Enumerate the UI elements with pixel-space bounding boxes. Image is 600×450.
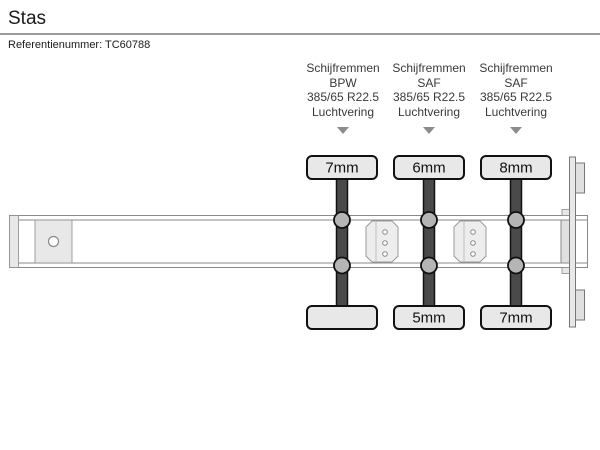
rear-bumper-post	[569, 156, 576, 328]
axle-3-pointer-down-icon	[510, 127, 522, 134]
axle-3-top-tread-label: 8mm	[499, 160, 532, 177]
axle-1-top-tire[interactable]	[306, 155, 378, 180]
axle-1-spec-label: Schijfremmen BPW 385/65 R22.5 Luchtverin…	[297, 61, 389, 134]
axle-1-group: 7mm	[306, 155, 378, 330]
axle-1-suspension: Luchtvering	[311, 104, 375, 119]
rear-bracket-bottom	[575, 289, 585, 321]
rear-tab-top	[561, 209, 571, 216]
plate-1-hole	[382, 240, 388, 246]
plate-1-hole	[382, 251, 388, 257]
plate-2-hole	[470, 229, 476, 235]
axle-1-bottom-bellow-circle	[333, 256, 351, 275]
rear-tab-bottom	[561, 267, 571, 274]
axle-3-top-bellow-circle	[507, 211, 525, 229]
chassis-beam	[9, 215, 588, 268]
header-divider	[0, 33, 600, 35]
rear-bracket-top	[575, 162, 585, 194]
axle-1-top-bellow-circle	[333, 211, 351, 229]
axle-3-brand: SAF	[504, 75, 528, 90]
axle-3-tire-size: 385/65 R22.5	[479, 90, 553, 104]
axle-3-suspension: Luchtvering	[484, 104, 548, 119]
axle-1-brand: BPW	[329, 75, 357, 90]
axle-2-brand: SAF	[417, 75, 441, 90]
axle-2-brakes: Schijfremmen	[392, 61, 466, 75]
front-cap-strip	[9, 215, 19, 268]
crossmember-plate-2	[453, 220, 487, 263]
axle-2-pointer-down-icon	[423, 127, 435, 134]
axle-1-bar	[335, 176, 349, 308]
crossmember-plate-1	[365, 220, 399, 263]
axle-2-tire-size: 385/65 R22.5	[392, 90, 466, 104]
axle-2-top-tire[interactable]	[393, 155, 465, 180]
axle-2-bottom-bellow-circle	[420, 256, 438, 275]
axle-1-brakes: Schijfremmen	[306, 61, 380, 75]
axle-3-spec-label: Schijfremmen SAF 385/65 R22.5 Luchtverin…	[470, 61, 562, 134]
axle-3-group: 8mm 7mm	[480, 155, 552, 330]
axle-1-pointer-down-icon	[337, 127, 349, 134]
axle-2-top-tread-label: 6mm	[412, 160, 445, 177]
axle-3-bottom-bellow-circle	[507, 256, 525, 275]
axle-1-tire-size: 385/65 R22.5	[306, 90, 380, 104]
axle-2-bar	[422, 176, 436, 308]
page-title: Stas	[8, 8, 47, 29]
plate-2-hole	[470, 240, 476, 246]
kingpin-circle	[47, 235, 60, 248]
axle-3-top-tire[interactable]	[480, 155, 552, 180]
axle-1-top-tread-label: 7mm	[325, 160, 358, 177]
plate-2-hole	[470, 251, 476, 257]
axle-2-spec-label: Schijfremmen SAF 385/65 R22.5 Luchtverin…	[383, 61, 475, 134]
reference-number: Referentienummer: TC60788	[8, 39, 151, 51]
axle-2-bottom-tread-label: 5mm	[412, 310, 445, 327]
axle-2-top-bellow-circle	[420, 211, 438, 229]
plate-1-hole	[382, 229, 388, 235]
axle-2-suspension: Luchtvering	[397, 104, 461, 119]
axle-1-bottom-tire[interactable]	[306, 305, 378, 330]
axle-2-bottom-tire[interactable]	[393, 305, 465, 330]
axle-3-bottom-tire[interactable]	[480, 305, 552, 330]
axle-2-group: 6mm 5mm	[393, 155, 465, 330]
axle-3-bar	[509, 176, 523, 308]
axle-3-brakes: Schijfremmen	[479, 61, 553, 75]
axle-3-bottom-tread-label: 7mm	[499, 310, 532, 327]
